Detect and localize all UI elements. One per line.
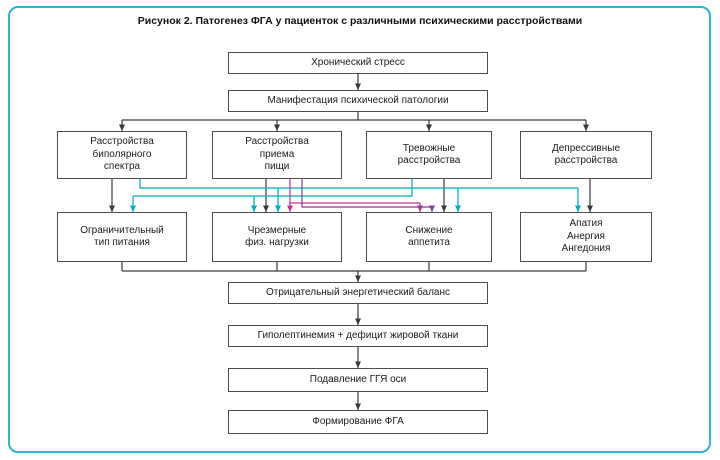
node-restrictive-eating: Ограничительный тип питания	[57, 212, 187, 262]
node-anxiety-disorders: Тревожные расстройства	[366, 131, 492, 179]
node-excessive-exercise: Чрезмерные физ. нагрузки	[212, 212, 342, 262]
node-depressive-disorders: Депрессивные расстройства	[520, 131, 652, 179]
figure-border-frame	[8, 6, 711, 453]
node-apathy-anergy-anhedonia: Апатия Анергия Ангедония	[520, 212, 652, 262]
node-bipolar-disorders: Расстройства биполярного спектра	[57, 131, 187, 179]
node-fha-formation: Формирование ФГА	[228, 410, 488, 434]
node-manifestation: Манифестация психической патологии	[228, 90, 488, 112]
figure-title: Рисунок 2. Патогенез ФГА у пациенток с р…	[137, 15, 583, 27]
node-hypoleptinemia: Гиполептинемия + дефицит жировой ткани	[228, 325, 488, 347]
node-eating-disorders: Расстройства приема пищи	[212, 131, 342, 179]
node-decreased-appetite: Снижение аппетита	[366, 212, 492, 262]
node-hpg-axis-suppression: Подавление ГГЯ оси	[228, 368, 488, 392]
node-negative-energy-balance: Отрицательный энергетический баланс	[228, 282, 488, 304]
node-chronic-stress: Хронический стресс	[228, 52, 488, 74]
